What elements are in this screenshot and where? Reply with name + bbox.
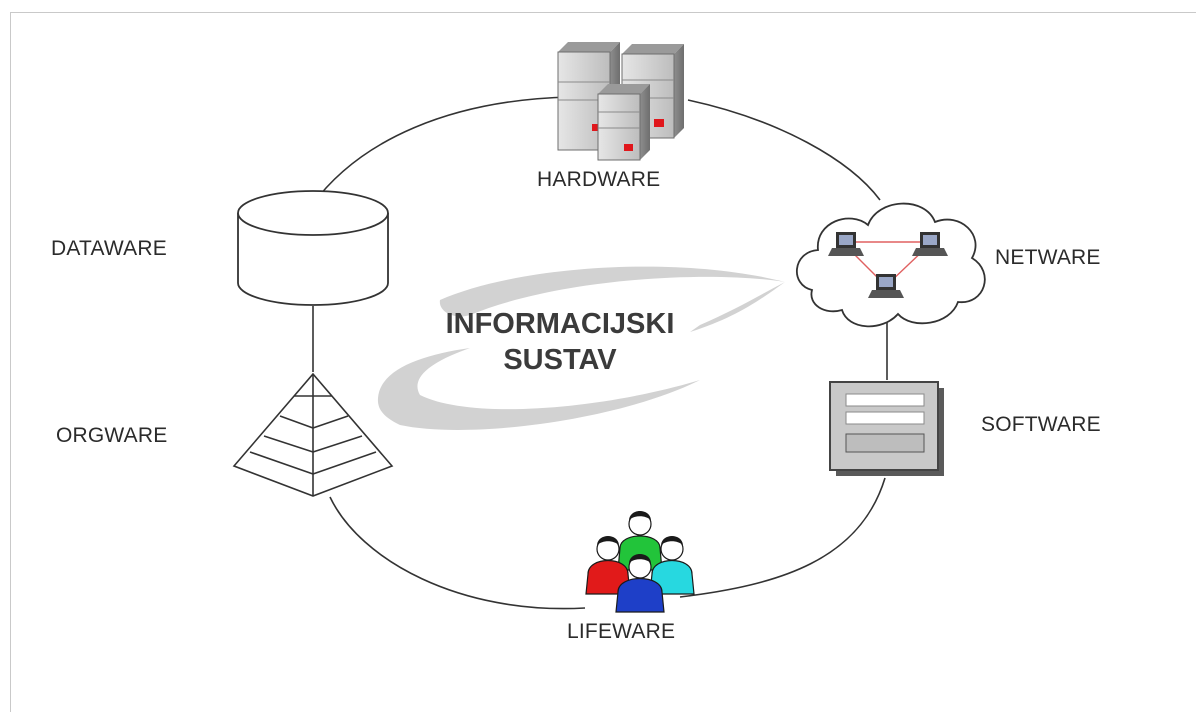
pyramid-icon xyxy=(232,372,394,497)
cycle-lines xyxy=(311,96,888,610)
cloud-network-icon xyxy=(796,202,986,328)
database-icon xyxy=(237,190,389,306)
label-dataware: DATAWARE xyxy=(51,237,167,260)
label-software: SOFTWARE xyxy=(981,413,1101,436)
connector-software-lifeware xyxy=(679,477,886,598)
servers-icon xyxy=(557,42,684,161)
center-swoosh xyxy=(377,266,785,430)
laptop-icon-right xyxy=(912,232,948,256)
people-group-icon xyxy=(585,511,695,613)
laptop-icon-bottom xyxy=(868,274,904,298)
connector-dataware-hardware xyxy=(311,96,571,206)
connector-hardware-netware xyxy=(687,99,881,201)
label-hardware: HARDWARE xyxy=(537,168,661,191)
software-window-icon xyxy=(829,381,944,476)
laptop-icon-left xyxy=(828,232,864,256)
diagram-frame xyxy=(10,12,1196,712)
center-title-line2: SUSTAV xyxy=(503,344,617,376)
connector-lifeware-orgware xyxy=(329,496,586,610)
label-lifeware: LIFEWARE xyxy=(567,620,676,643)
label-orgware: ORGWARE xyxy=(56,424,168,447)
center-title: INFORMACIJSKI SUSTAV xyxy=(410,306,710,378)
label-netware: NETWARE xyxy=(995,246,1101,269)
center-title-line1: INFORMACIJSKI xyxy=(445,308,675,340)
